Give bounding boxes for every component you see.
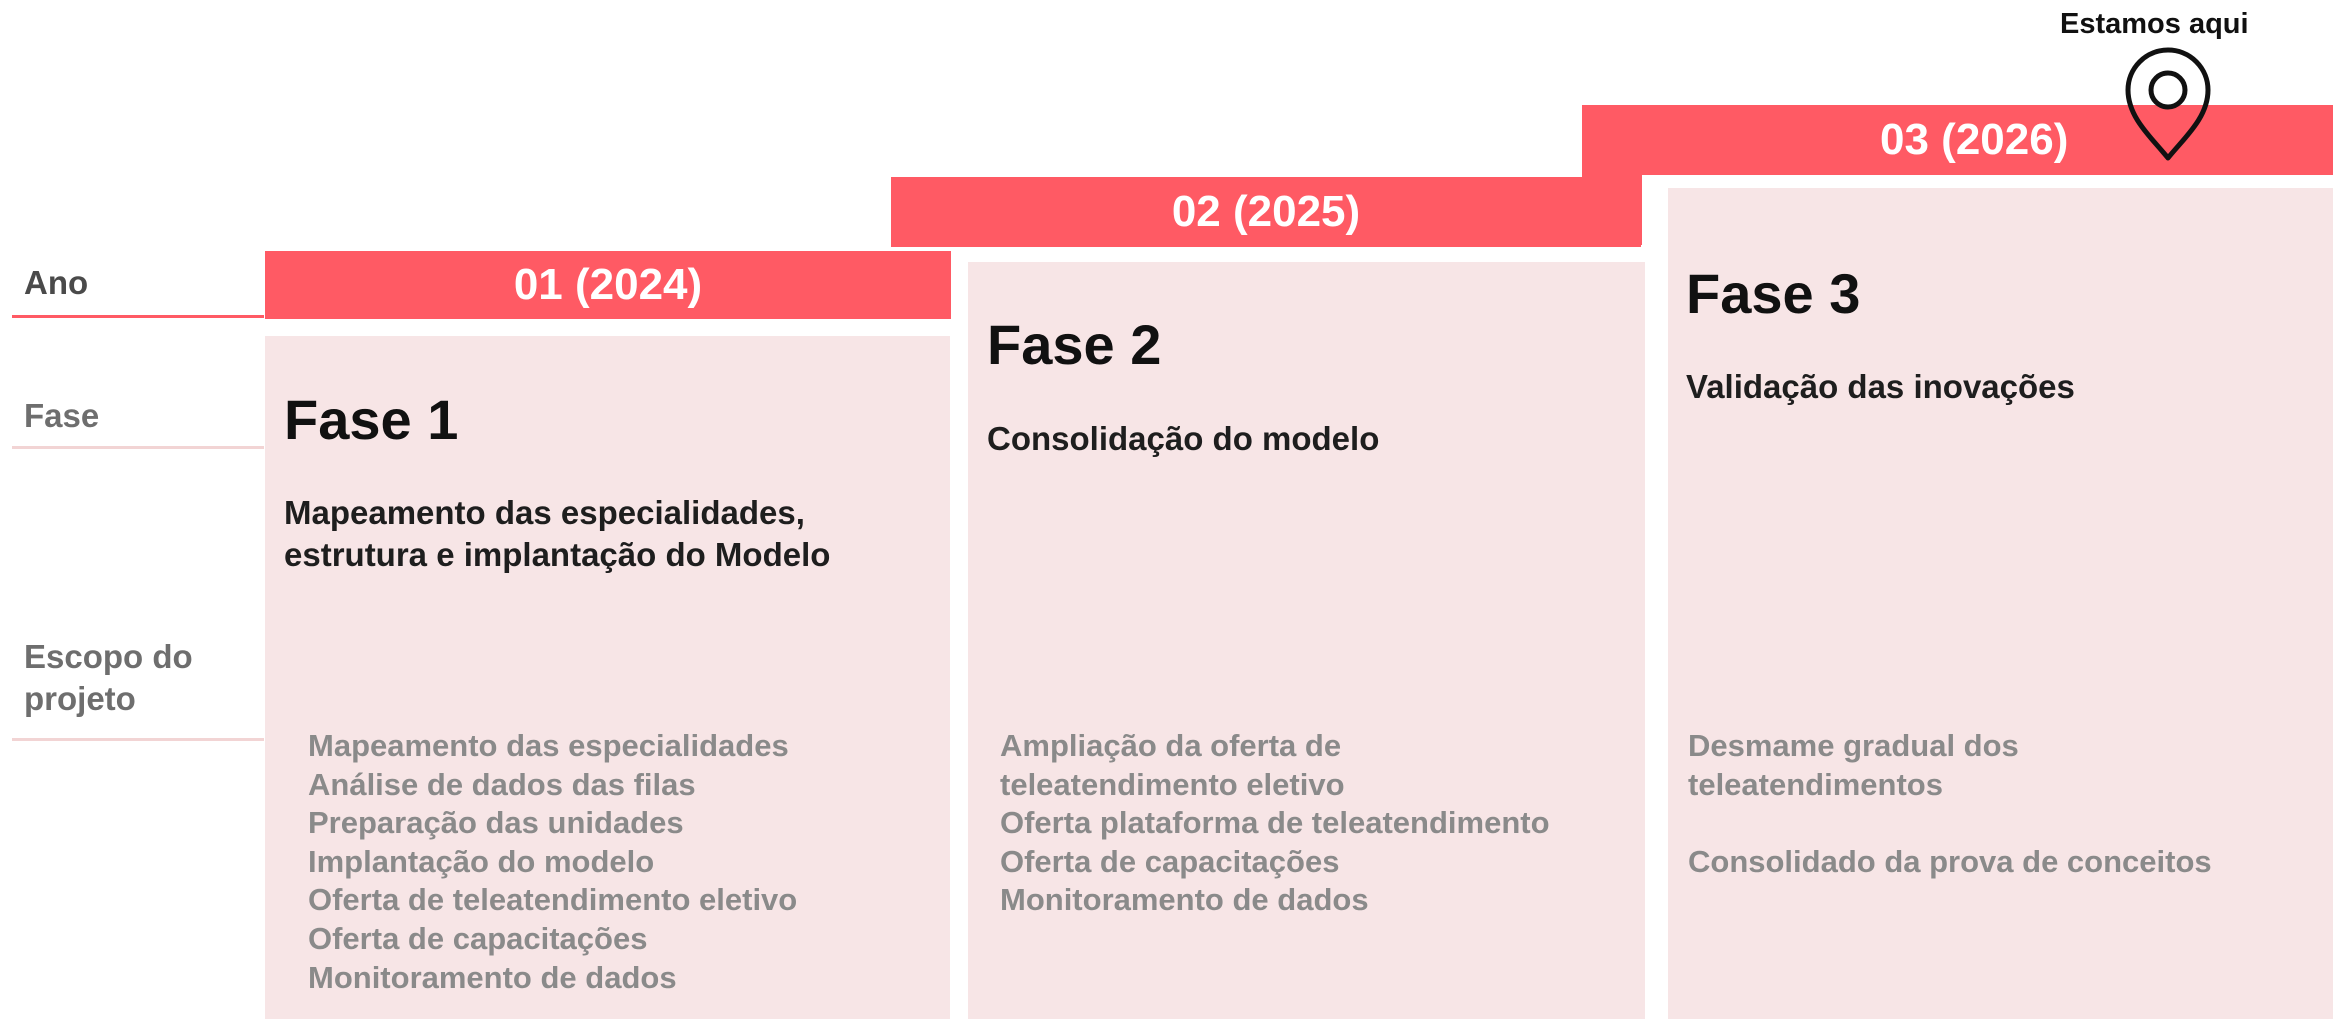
scope-item: Mapeamento das especialidades: [308, 728, 789, 763]
phase-title-3: Fase 3: [1686, 262, 1861, 325]
scope-item: Preparação das unidades: [308, 805, 684, 841]
phase-panel-1: [265, 336, 950, 1019]
scope-item: Monitoramento de dados: [1000, 882, 1369, 918]
scope-item: Desmame gradual dos teleatendimentos: [1688, 728, 2019, 802]
scope-item: Análise de dados das filas: [308, 766, 696, 802]
phase-panel-2: [968, 262, 1645, 1019]
marker-label: Estamos aqui: [2060, 8, 2249, 40]
scope-item: Oferta plataforma de teleatendimento: [1000, 805, 1550, 841]
phase-description-1: Mapeamento das especialidades, estrutura…: [284, 494, 831, 573]
location-pin-icon: [2122, 46, 2214, 162]
year-label-2: 02 (2025): [1171, 187, 1361, 236]
scope-item: Oferta de capacitações: [1000, 843, 1340, 879]
scope-item: Consolidado da prova de conceitos: [1688, 843, 2212, 879]
phase-title-2: Fase 2: [987, 313, 1162, 376]
phase-description-2: Consolidação do modelo: [987, 420, 1380, 457]
scope-item: Monitoramento de dados: [308, 959, 677, 995]
scope-list-3: Desmame gradual dos teleatendimentos Con…: [1688, 727, 2318, 881]
scope-item: [1688, 804, 2318, 843]
phase-panel-3: [1668, 188, 2333, 1019]
row-divider-phase: [12, 446, 264, 449]
scope-item: Ampliação da oferta de teleatendimento e…: [1000, 728, 1345, 802]
row-divider-scope: [12, 738, 264, 741]
phase-title-1: Fase 1: [284, 388, 459, 451]
scope-list-2: Ampliação da oferta de teleatendimento e…: [1000, 727, 1640, 920]
scope-item: Implantação do modelo: [308, 843, 655, 879]
row-divider-year: [12, 315, 264, 318]
scope-list-1: Mapeamento das especialidades Análise de…: [308, 727, 938, 997]
scope-item: Oferta de capacitações: [308, 920, 648, 956]
year-bar-1: 01 (2024): [265, 251, 951, 319]
scope-item: Oferta de teleatendimento eletivo: [308, 882, 798, 918]
year-bar-2: 02 (2025): [891, 177, 1641, 247]
year-label-1: 01 (2024): [513, 260, 703, 309]
step-connector: [1582, 173, 1642, 245]
row-label-year: Ano: [24, 264, 89, 301]
year-label-3: 03 (2026): [1880, 115, 2069, 164]
year-bar-3: 03 (2026): [1582, 105, 2333, 175]
row-label-phase: Fase: [24, 397, 100, 434]
phase-description-3: Validação das inovações: [1686, 368, 2075, 405]
row-label-scope: Escopo do projeto: [24, 638, 193, 717]
